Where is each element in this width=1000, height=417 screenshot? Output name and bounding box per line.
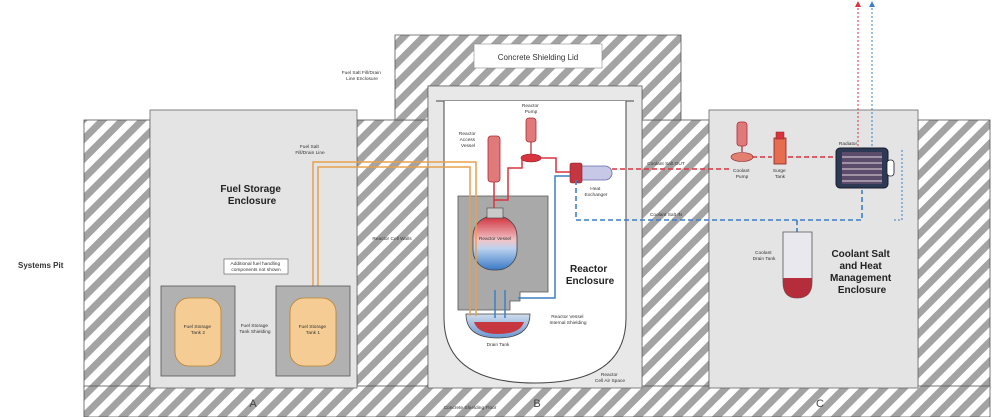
- reactor-vessel: [472, 207, 518, 271]
- tank-shielding-label: Fuel Storage Tank Shielding: [239, 323, 271, 335]
- concrete-lid-label: Concrete Shielding Lid: [498, 53, 579, 62]
- surge-tank-label: Surge Tank: [773, 168, 787, 180]
- surge-tank: [773, 131, 787, 165]
- fuel-storage-tank-1: [289, 297, 337, 367]
- reactor-vessel-label: Reactor Vessel: [479, 236, 511, 242]
- heat-exchanger-label: Heat Exchanger: [585, 186, 608, 198]
- coolant-out-line: [612, 156, 838, 170]
- reactor-access-vessel: [487, 135, 501, 208]
- section-a-label: A: [249, 398, 257, 410]
- access-vessel-label: Reactor Access Vessel: [459, 131, 477, 149]
- radiator-label: Radiator: [839, 141, 858, 147]
- cell-walls-label: Reactor Cell Walls: [372, 236, 412, 242]
- fuel-storage-tank-2: [174, 297, 222, 367]
- drain-tank-label: Drain Tank: [487, 342, 510, 348]
- reactor-enclosure-label: Reactor Enclosure: [566, 264, 615, 287]
- fuel-salt-hot-loop: [494, 157, 570, 201]
- coolant-enclosure-label: Coolant Salt and Heat Management Enclosu…: [830, 249, 894, 296]
- fuel-tank-1-label: Fuel Storage Tank 1: [299, 324, 328, 336]
- cell-air-label: Reactor Cell Air Space: [595, 372, 625, 384]
- coolant-pump-label: Coolant Pump: [733, 168, 751, 180]
- drain-tank: [465, 313, 531, 339]
- concrete-floor-label: Concrete Shielding Floor: [444, 405, 497, 411]
- coolant-drain-tank: [782, 231, 813, 299]
- radiator: [835, 147, 895, 189]
- lid-enclosure-label: Fuel Salt Fill/Drain Line Enclosure: [342, 70, 383, 82]
- coolant-out-label: Coolant Salt OUT: [647, 161, 685, 167]
- section-b-label: B: [533, 398, 540, 410]
- heat-exchanger: [569, 162, 613, 184]
- note-label: Additional fuel handling components not …: [231, 261, 282, 273]
- fuel-fill-drain-line: [312, 161, 477, 316]
- systems-pit-label: Systems Pit: [18, 261, 64, 270]
- vessel-shielding-label: Reactor Vessel Internal Shielding: [549, 314, 586, 326]
- fuel-tank-2-label: Fuel Storage Tank 2: [184, 324, 213, 336]
- section-c-label: C: [816, 398, 824, 410]
- coolant-drain-label: Coolant Drain Tank: [753, 250, 776, 262]
- radiator-air-lines: [855, 1, 903, 221]
- coolant-pump: [730, 121, 754, 162]
- coolant-in-line: [575, 180, 863, 232]
- fuel-salt-cold-loop: [494, 175, 570, 318]
- fuel-storage-enclosure-label: Fuel Storage Enclosure: [220, 184, 283, 207]
- concrete-ground: [83, 119, 991, 417]
- coolant-in-label: Coolant Salt IN: [650, 212, 683, 218]
- fuel-line-label: Fuel Salt Fill/Drain Line: [295, 144, 325, 156]
- reactor-pump: [520, 117, 542, 163]
- reactor-pump-label: Reactor Pump: [522, 103, 540, 115]
- note-box: [223, 258, 289, 275]
